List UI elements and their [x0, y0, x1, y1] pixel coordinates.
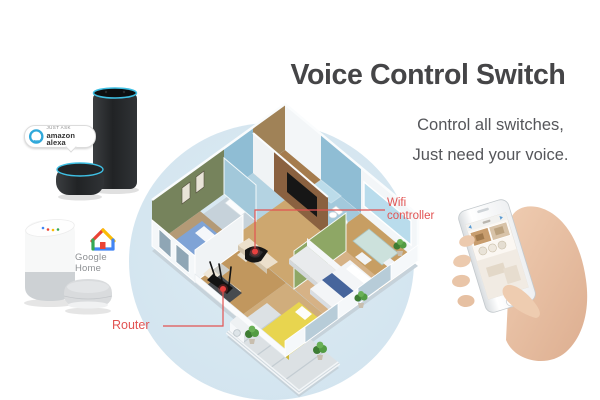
scene-button	[478, 246, 488, 256]
phone-screen	[465, 212, 529, 300]
hand-fingers	[452, 235, 540, 318]
amazon-echo	[91, 87, 139, 194]
thumb	[502, 284, 540, 318]
router-label: Router	[112, 318, 150, 332]
wifi-controller-dot	[252, 248, 258, 255]
washing-machine	[230, 316, 251, 343]
wall-picture-frame	[181, 181, 191, 205]
alexa-badge-kicker: JUST ASK	[46, 125, 71, 131]
balcony-rail-edge	[226, 331, 340, 393]
left-window-wall	[151, 218, 196, 284]
google-home	[24, 219, 76, 307]
back-right-wall	[284, 103, 420, 261]
amazon-echo-dot	[56, 162, 104, 201]
wall-picture-frame	[195, 170, 205, 194]
plants	[245, 239, 407, 360]
alexa-light-ring	[56, 162, 104, 177]
wifi-controller-label: Wifi controller	[387, 197, 435, 222]
alexa-ring-icon	[28, 129, 44, 144]
google-home-label: Google Home	[75, 252, 107, 274]
window	[175, 243, 190, 274]
window	[357, 263, 392, 305]
google-home-house-icon	[90, 228, 116, 251]
hand	[506, 206, 588, 362]
alexa-light-ring	[92, 87, 138, 99]
window	[363, 180, 412, 247]
bathroom2-wall	[223, 156, 257, 223]
smartphone	[458, 199, 536, 313]
callout-lines	[163, 209, 385, 327]
scene-button	[497, 240, 507, 250]
subtitle-line-2: Just need your voice.	[412, 146, 569, 164]
earpiece	[477, 207, 489, 214]
alexa-badge-name: amazon alexa	[46, 130, 76, 148]
google-home-mini	[63, 279, 113, 315]
tv-wall	[252, 132, 329, 237]
window	[158, 228, 172, 259]
speaker-base	[25, 272, 75, 301]
router-dot	[220, 286, 226, 292]
floor-plan	[151, 102, 420, 397]
amazon-alexa-badge: JUST ASK amazon alexa	[24, 125, 96, 153]
window	[304, 302, 339, 344]
subtitle-line-1: Control all switches,	[417, 116, 564, 134]
front-walls	[194, 244, 419, 358]
scene-button	[488, 243, 497, 253]
tv-screen	[287, 172, 317, 217]
router-device	[207, 261, 233, 294]
page-title: Voice Control Switch	[290, 59, 566, 91]
